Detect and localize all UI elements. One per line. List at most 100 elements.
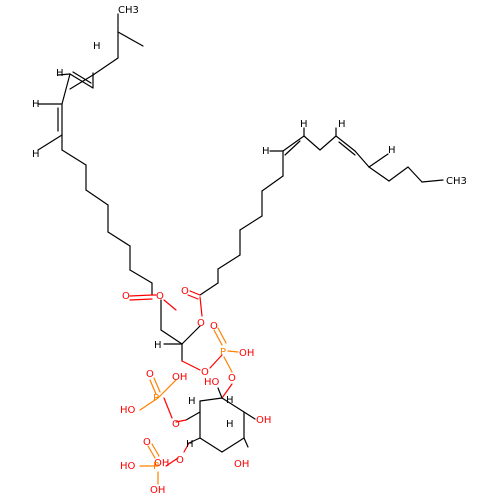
p-double-o [213,329,223,346]
glycerol-backbone [160,299,201,371]
bond [85,189,109,206]
bond [319,135,337,151]
p-label: P [153,461,159,472]
oh-label: OH [172,372,187,383]
bond [61,149,87,166]
double-bond [335,135,356,152]
bond [175,419,187,423]
p-double-o [149,379,157,395]
h-label: H [388,145,396,156]
bond [239,215,263,231]
p-label: P [153,393,159,404]
bond [217,387,223,399]
bond [221,437,245,453]
bond [188,437,201,444]
h-label: H [226,395,234,406]
bond [303,135,321,151]
h-label: H [188,396,196,407]
o-label: O [210,321,218,332]
ho-label: HO [120,461,136,472]
double-bond [282,135,305,152]
phosphodiester-linker [209,327,239,399]
bond [107,231,131,247]
oh-label: OH [150,485,165,496]
bond [221,397,245,413]
double-bond [338,141,356,156]
ho-label: HO [204,377,220,388]
bond [160,329,183,345]
bond [421,179,444,183]
bond [139,397,159,411]
bond [37,134,63,151]
left-fatty-acyl-chain [37,13,177,311]
bond [163,397,173,419]
bond [368,153,389,168]
bond [185,411,201,421]
bond [199,397,223,402]
h-label: H [338,119,346,130]
p-label: P [220,347,226,358]
bond [354,150,370,168]
h-label: H [154,340,162,351]
right-fatty-acyl-chain [187,127,444,317]
bond [129,269,153,284]
double-bond [284,140,301,156]
bond [209,354,223,369]
bond [69,74,94,90]
h-label: H [186,439,194,450]
h-label: H [56,68,64,79]
double-bond [72,71,92,84]
bond [181,360,201,371]
oh-label: OH [234,459,249,470]
h-label: H [93,41,101,52]
h-label: H [226,419,234,430]
h-label: H [300,119,308,130]
o-label: O [228,373,236,384]
p-double-o [151,443,160,457]
carbonyl-double-bond [129,298,153,301]
ho-label: HO [120,405,136,416]
oh-label: OH [256,415,271,426]
ester-bond [199,296,203,317]
bond [183,442,190,453]
carbonyl-double-bond [187,294,199,300]
ch3-label: CH3 [118,5,139,16]
p-double-o [217,327,227,344]
bond [261,175,284,192]
carbonyl-double-bond [189,290,201,296]
bond [221,383,233,399]
o-label: O [146,369,154,380]
ring-phosphate-2 [139,443,179,485]
bond [243,437,249,448]
h-label: H [32,99,40,110]
bond [243,411,256,420]
bond [157,379,177,399]
bond [57,73,71,76]
double-bond [69,73,94,89]
carbonyl-o-label: O [181,286,189,297]
p-double-o [147,445,156,459]
h-label: H [262,146,270,157]
ch3-label: CH3 [446,176,467,187]
bond [223,356,233,373]
bond [407,166,423,183]
p-double-o [153,377,161,393]
bond [217,254,241,270]
carbonyl-double-bond [129,294,153,297]
oh-label: OH [154,458,169,469]
bond [165,457,179,467]
h-label: H [32,149,40,160]
bond [199,282,219,296]
ring-phosphate-1 [139,377,177,419]
bond [227,350,239,353]
bond [61,73,71,105]
o-label: O [172,419,180,430]
bond [181,325,201,345]
ester-bond [163,299,177,311]
bond [388,166,409,182]
bond [199,437,223,453]
oh-label: OH [239,348,254,359]
bond [92,57,119,76]
o-label: O [201,367,209,378]
